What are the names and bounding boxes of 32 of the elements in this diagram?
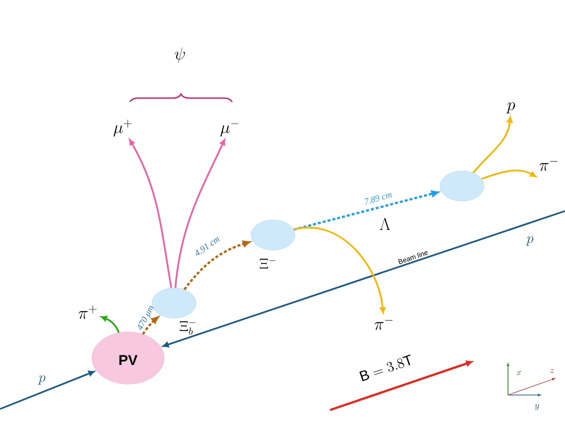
particle-label: $\pi^{+}$ <box>78 305 97 319</box>
particle-label: $p$ <box>506 102 515 114</box>
track-arrow <box>294 226 386 314</box>
edge-label: 470 μm <box>138 306 154 330</box>
axis-label: $z$ <box>550 368 554 374</box>
particle-label: $\pi^{-}$ <box>539 161 558 171</box>
axis-label: $y$ <box>534 404 540 410</box>
edge-label: 7.89 cm <box>364 193 392 205</box>
edge-label: 4.91 cm <box>196 237 220 256</box>
axis-label: $x$ <box>516 370 522 376</box>
track-arrow <box>142 316 159 335</box>
vertex-ellipse <box>440 170 484 202</box>
track-arrow <box>100 316 120 333</box>
track-arrow <box>183 240 250 290</box>
beam-arrow <box>162 210 565 348</box>
track-arrow <box>174 139 226 288</box>
primary-vertex: PV <box>92 332 164 384</box>
beam-arrow <box>0 370 94 410</box>
particle-label: $\mu^{+}$ <box>114 120 132 137</box>
particle-label: $\mu^{-}$ <box>220 123 238 137</box>
track-arrow <box>129 139 172 288</box>
field-label: $\mathrm{B} = 3.8\mathrm{T}$ <box>359 354 411 382</box>
track-arrow <box>481 170 536 180</box>
particle-label: $\Xi_{b}^{-}$ <box>180 321 196 335</box>
particle-label: $\pi^{-}$ <box>374 320 392 330</box>
particle-label: $p$ <box>526 236 534 246</box>
particle-label: $p$ <box>38 375 46 384</box>
particle-label: $\Lambda$ <box>380 218 390 230</box>
particle-label: $\psi$ <box>174 47 185 63</box>
vertex-ellipse <box>250 220 296 250</box>
track-arrow <box>472 116 513 174</box>
track-arrow <box>294 190 438 231</box>
